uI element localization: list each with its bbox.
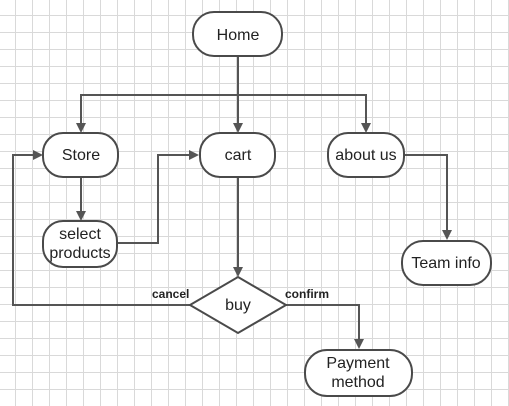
edge-label-cancel: cancel <box>152 287 189 301</box>
node-buy-shape <box>188 275 288 335</box>
node-select-products-label-line2: products <box>49 245 110 262</box>
node-team-info: Team info <box>401 240 492 286</box>
edge-home-to-about <box>238 94 371 133</box>
node-select-products-label-line1: select <box>59 226 101 243</box>
node-store-shape <box>42 132 119 178</box>
node-select-products: select products <box>42 220 118 268</box>
edge-about-to-team <box>404 154 452 240</box>
node-about: about us <box>327 132 405 178</box>
node-home-label: Home <box>217 27 260 44</box>
node-select-products-shape <box>42 220 118 268</box>
node-buy-label: buy <box>225 297 251 314</box>
node-cart-shape <box>199 132 276 178</box>
node-buy: buy <box>188 275 288 335</box>
node-store-label: Store <box>62 147 100 164</box>
node-store: Store <box>42 132 119 178</box>
node-cart: cart <box>199 132 276 178</box>
node-payment-method-label-line1: Payment <box>326 355 390 372</box>
edge-buy-confirm-to-payment <box>286 304 364 349</box>
node-team-info-label: Team info <box>411 255 480 272</box>
node-team-info-shape <box>401 240 492 286</box>
node-payment-method-shape <box>304 349 413 397</box>
edge-label-confirm: confirm <box>285 287 329 301</box>
edge-select-to-cart <box>117 150 199 244</box>
node-cart-label: cart <box>225 147 252 164</box>
node-home: Home <box>192 11 283 57</box>
node-about-label: about us <box>335 147 396 164</box>
node-payment-method: Payment method <box>304 349 413 397</box>
edges <box>12 56 452 349</box>
edge-home-to-store <box>76 56 239 133</box>
edge-buy-cancel-to-store <box>12 150 190 306</box>
node-about-shape <box>327 132 405 178</box>
node-payment-method-label-line2: method <box>331 374 384 391</box>
node-home-shape <box>192 11 283 57</box>
